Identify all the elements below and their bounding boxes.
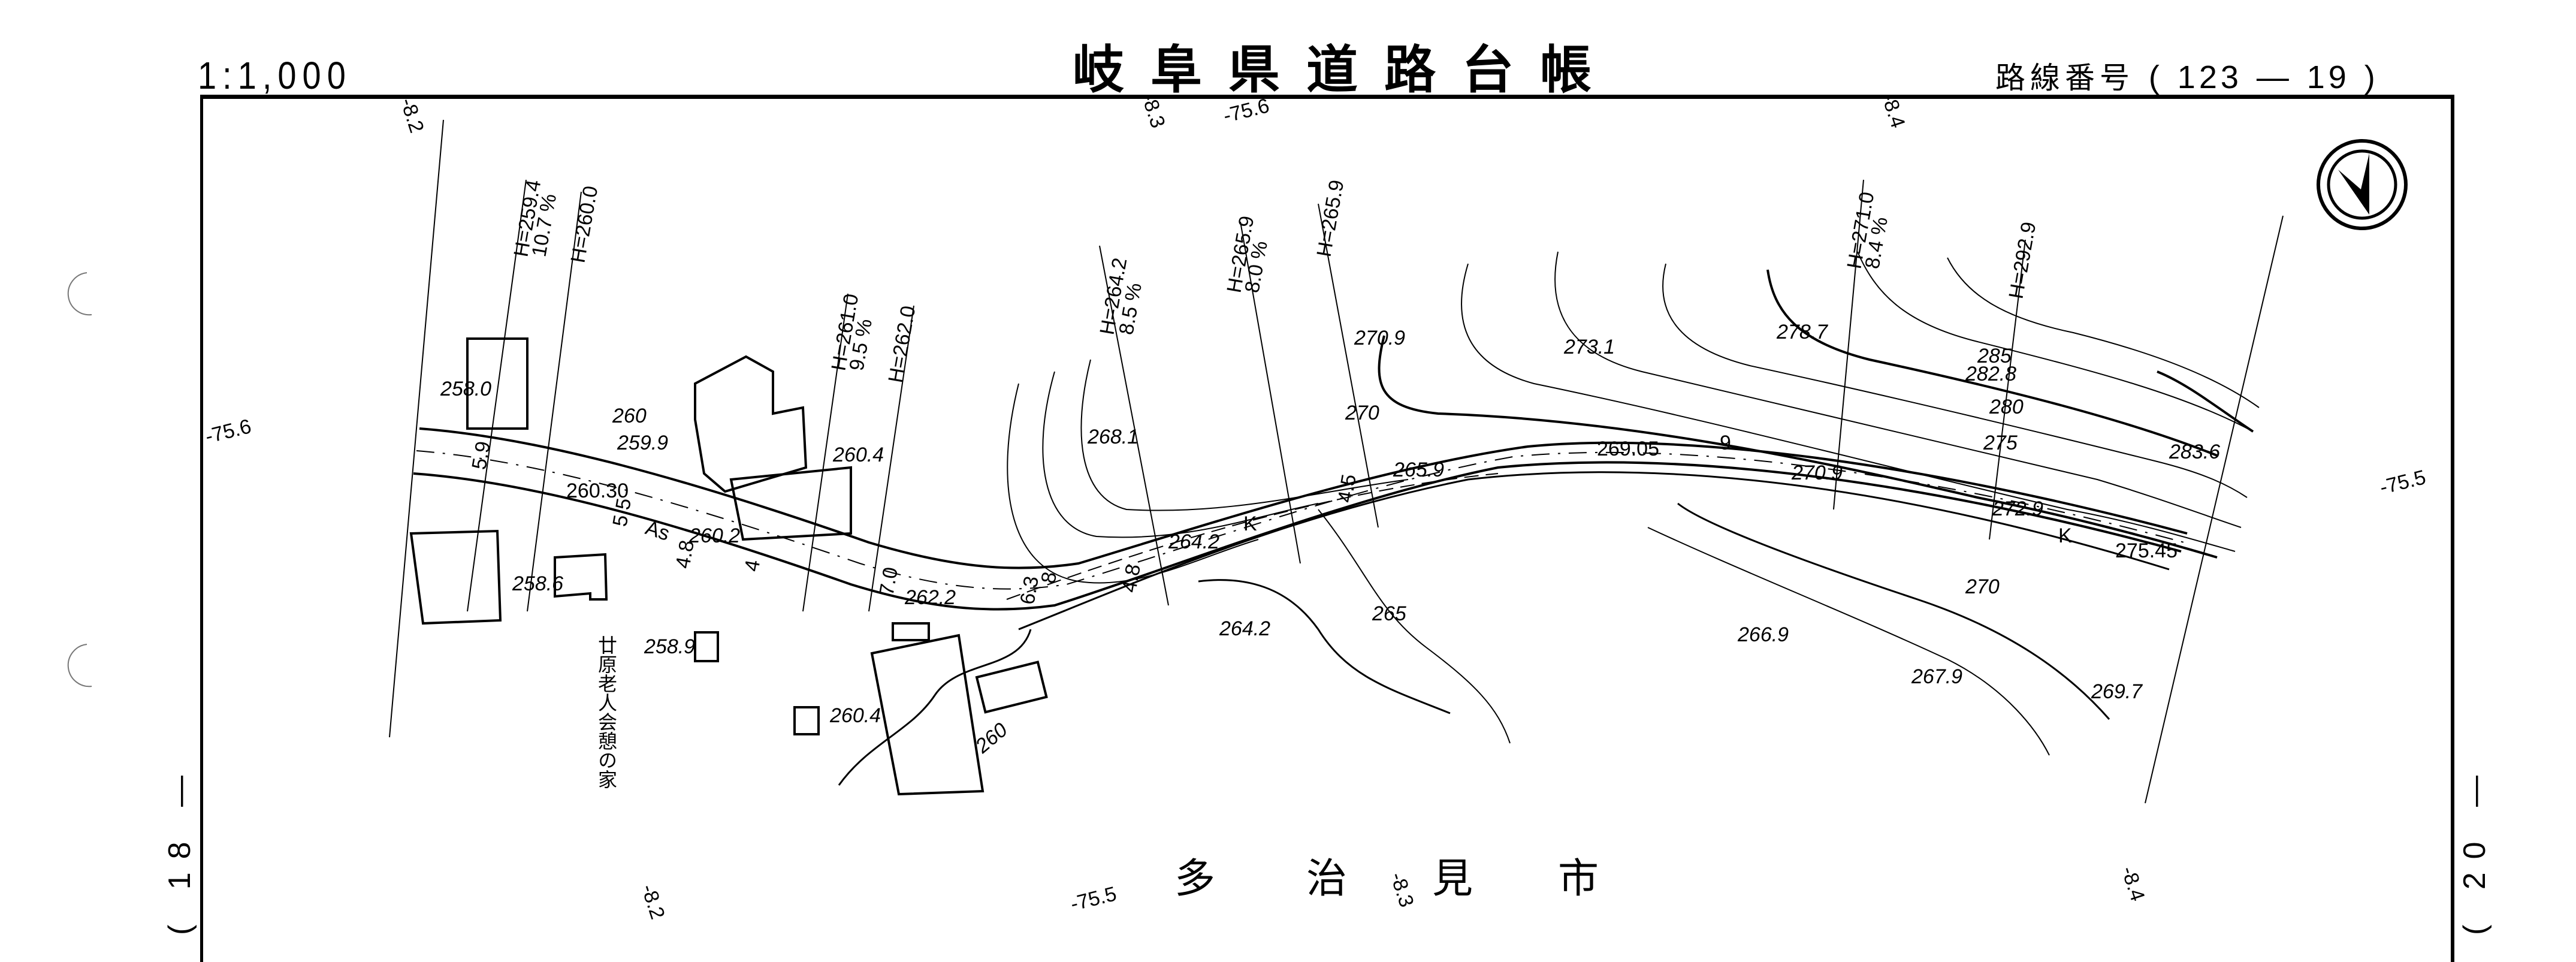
section-height: H=260.0 (566, 184, 602, 264)
route-number-separator: — (2256, 59, 2293, 95)
spot-height: 260.4 (832, 444, 884, 466)
spot-height: 260.2 (688, 524, 740, 547)
page-title: 岐阜県道路台帳 (1073, 40, 1618, 100)
city-char-4: 市 (1558, 855, 1599, 903)
route-number: 路線番号 ( 123 — 19 ) (1995, 54, 2379, 97)
road-annotations: 5.9 5.5 4.8 4 7.0 6.3 8 4.8 4.5 9 As K K (467, 432, 2072, 606)
map-canvas[interactable]: -8.2 -8.3 -75.6 -8.4 -75.6 -75.5 -8.2 -7… (0, 0, 2576, 942)
road-width: 6.3 (1016, 574, 1043, 606)
spot-height: 280 (1989, 396, 2024, 418)
road-width: 4 (740, 558, 765, 573)
road-lines (413, 427, 2188, 631)
map-frame (200, 95, 2454, 962)
north-arrow-icon (2317, 139, 2408, 230)
spot-height: 275 (1983, 432, 2018, 454)
spot-height: 260.30 (566, 480, 629, 502)
route-close-paren: ) (2364, 59, 2379, 95)
road-width: 5.5 (608, 496, 636, 528)
road-width: 4.8 (671, 538, 699, 570)
route-open-paren: ( (2148, 59, 2163, 95)
route-number-main: 123 (2177, 59, 2242, 95)
grid-label: -8.4 (1877, 91, 1909, 131)
facility-name: 廿原老人会憩の家 (595, 635, 618, 789)
spot-height: 269.7 (2091, 680, 2143, 703)
road-width: 4.5 (1333, 472, 1361, 504)
building-outlines (409, 337, 1048, 796)
section-labels: H=259.4 10.7 % H=260.0 H=261.0 9.5 % H=2… (509, 178, 2040, 384)
spot-height: 269.05 (1597, 438, 1659, 460)
spot-height: 270.9 (1791, 462, 1843, 484)
spot-height: 282.8 (1965, 363, 2016, 385)
section-height: H=292.9 (2004, 220, 2040, 300)
surface-code: As (643, 516, 672, 545)
spot-height: 258.0 (440, 378, 491, 400)
city-char-1: 多 (1174, 855, 1216, 903)
spot-height: 270.9 (1354, 327, 1405, 349)
city-char-2: 治 (1306, 855, 1348, 903)
spot-height: 259.9 (617, 432, 668, 454)
grid-label: -75.5 (1068, 882, 1119, 916)
city-char-3: 見 (1432, 855, 1473, 903)
section-height: H=265.9 (1312, 178, 1348, 258)
spot-height: 268.1 (1087, 426, 1138, 448)
route-number-label: 路線番号 (1995, 61, 2134, 95)
grid-label: -75.6 (203, 415, 253, 448)
spot-height: 258.6 (512, 572, 563, 595)
spot-height: 275.45 (2115, 539, 2178, 562)
spot-height: 265 (1372, 602, 1406, 625)
spot-height: 267.9 (1911, 665, 1962, 688)
grid-label: -75.5 (2378, 466, 2428, 499)
road-width: 5.9 (467, 439, 495, 471)
grid-label: -8.3 (1137, 91, 1169, 131)
section-height: H=262.0 (884, 304, 920, 384)
spot-height: 262.2 (904, 586, 956, 609)
spot-height: 272.9 (1992, 497, 2043, 520)
curb-code: K (2058, 524, 2072, 547)
grid-label: -8.3 (1385, 870, 1418, 910)
spot-height: 266.9 (1737, 623, 1789, 646)
cross-section-lines (467, 179, 2026, 612)
punch-hole-icon (67, 272, 92, 687)
spot-height: 258.9 (644, 635, 695, 658)
grid-label: -8.4 (2116, 864, 2149, 904)
grid-label: -75.6 (1221, 94, 1272, 128)
road-width: 7.0 (875, 565, 902, 597)
curb-code: K (1243, 512, 1257, 535)
spot-height: 273.1 (1563, 336, 1615, 358)
grid-label: -8.2 (636, 882, 669, 922)
spot-height: 260 (612, 405, 647, 427)
spot-height: 270 (1965, 575, 2000, 598)
map-scale: 1:1,000 (198, 53, 352, 97)
grid-label: -8.2 (395, 95, 428, 135)
road-width: 9 (1720, 432, 1731, 454)
spot-height: 270 (1345, 402, 1379, 424)
spot-height: 264.2 (1168, 530, 1219, 553)
spot-height: 285 (1977, 345, 2012, 367)
contour-lines (838, 251, 2260, 786)
spot-heights: 258.0 260 259.9 260.30 260.2 258.6 258.9… (440, 321, 2220, 758)
spot-height: 264.2 (1219, 617, 1270, 640)
spot-height: 265.9 (1393, 459, 1444, 481)
spot-height: 283.6 (2169, 441, 2220, 463)
spot-height: 260.4 (829, 704, 881, 727)
facility-label: 廿原老人会憩の家 (595, 635, 618, 789)
sheet-boundary-lines (389, 119, 2284, 804)
route-number-sub: 19 (2306, 59, 2350, 95)
road-width: 4.8 (1118, 562, 1145, 594)
spot-height: 278.7 (1776, 321, 1828, 343)
